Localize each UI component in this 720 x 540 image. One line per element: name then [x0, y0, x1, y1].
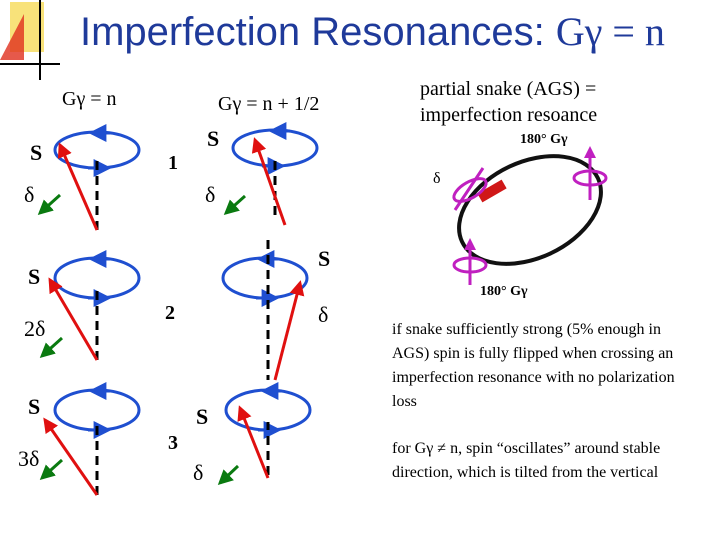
ring-delta: δ	[433, 170, 441, 187]
s-label-row1-mid: S	[207, 126, 220, 151]
logo	[0, 0, 60, 80]
header-g-gamma-n-half: Gγ = n + 1/2	[218, 93, 320, 115]
delta-label-row3-mid: δ	[193, 460, 204, 485]
spin-orbit-row2-left	[39, 250, 141, 361]
header-g-gamma-n: Gγ = n	[62, 88, 117, 110]
s-label-row1: S	[30, 140, 43, 165]
spin-orbit-row1-left	[37, 124, 141, 231]
partial-snake-line2: imperfection resoance	[420, 104, 598, 126]
delta-label-row1: δ	[24, 182, 35, 207]
s-label-row2: S	[28, 264, 41, 289]
ring-label-top: 180° Gγ	[520, 132, 568, 147]
page-title: Imperfection Resonances: Gγ = n	[80, 4, 665, 60]
number-3: 3	[168, 432, 178, 454]
delta-label-row2: 2δ	[24, 316, 46, 341]
title-prefix: Imperfection Resonances:	[80, 10, 556, 54]
spin-orbit-row3-mid	[217, 382, 312, 486]
delta-label-row2-mid: δ	[318, 302, 329, 327]
s-label-row3: S	[28, 394, 41, 419]
spin-orbit-row3-left	[39, 382, 141, 496]
number-1: 1	[168, 152, 178, 174]
title-formula: Gγ = n	[555, 9, 665, 54]
ring-label-bottom: 180° Gγ	[480, 284, 528, 299]
partial-snake-line1: partial snake (AGS) =	[420, 78, 597, 100]
oscillation-note: for Gγ ≠ n, spin “oscillates” around sta…	[392, 440, 661, 481]
s-label-row2-mid: S	[318, 246, 331, 271]
number-2: 2	[165, 302, 175, 324]
spin-orbit-row2-mid	[221, 240, 309, 381]
delta-label-row3: 3δ	[18, 446, 40, 471]
spin-orbit-row1-mid	[223, 122, 319, 226]
snake-ring-diagram	[452, 146, 608, 285]
delta-label-row1-mid: δ	[205, 182, 216, 207]
snake-note: if snake sufficiently strong (5% enough …	[392, 321, 675, 410]
s-label-row3-mid: S	[196, 404, 209, 429]
